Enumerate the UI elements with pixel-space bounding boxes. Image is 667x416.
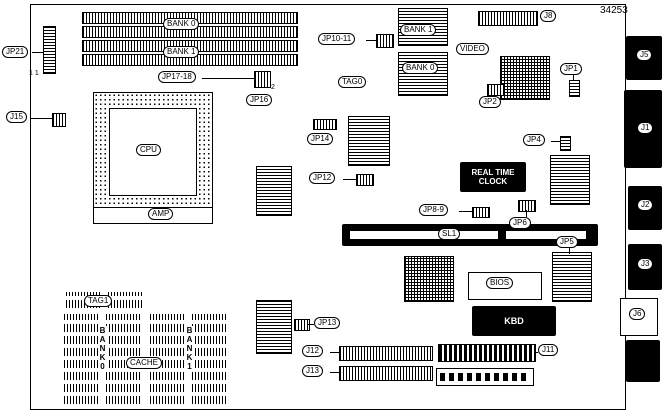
jp21-leader-line	[32, 52, 43, 53]
sl1-slot-key-left	[350, 231, 498, 239]
cpu-label: CPU	[136, 144, 161, 156]
bios-label: BIOS	[486, 277, 514, 289]
jp6-leader-line	[526, 210, 527, 217]
jp4-label: JP4	[523, 134, 545, 146]
jp5-label: JP5	[556, 236, 578, 248]
jp1-leader-line	[573, 75, 574, 80]
eprom-chip-upper	[256, 166, 292, 216]
jp12-jumper	[356, 174, 374, 186]
kbd-chip: KBD	[472, 306, 556, 336]
sl1-slot-key-right	[506, 231, 586, 239]
video-bank1-label: BANK 1	[400, 24, 437, 36]
bottom-right-port	[626, 340, 660, 382]
jp2-label: JP2	[479, 96, 501, 108]
j15-jumper	[52, 113, 66, 127]
sram-chip	[348, 116, 390, 166]
j12-connector	[339, 346, 433, 361]
jp12-label: JP12	[309, 172, 336, 184]
jp12-leader-line	[343, 179, 356, 180]
qfp-chip	[500, 56, 550, 100]
rtc-label-line1: REAL TIME	[471, 168, 515, 177]
j2-label: J2	[637, 199, 654, 211]
jp13-label: JP13	[314, 317, 341, 329]
j12-leader-line	[330, 352, 339, 353]
tag0-label: TAG0	[338, 76, 367, 88]
j13-connector	[339, 366, 433, 381]
video-bank0-chip	[398, 52, 448, 96]
jp21-connector	[43, 26, 56, 74]
video-bank0-label: BANK 0	[402, 62, 439, 74]
simm-bank0-label: BANK 0	[163, 18, 200, 30]
amp-label: AMP	[148, 208, 174, 220]
j1-label: J1	[637, 122, 654, 134]
jp17-18-leader-line	[202, 78, 254, 79]
cache-bank0-vertical-label: BANK0	[98, 326, 107, 371]
jp4-jumper	[560, 136, 571, 151]
j11-label: J11	[538, 344, 559, 356]
jp6-jumper	[518, 200, 536, 212]
video-label: VIDEO	[456, 43, 489, 55]
j11-leader-line	[534, 352, 538, 353]
j6-label: J6	[629, 308, 646, 320]
j15-label: J15	[6, 111, 27, 123]
j12-label: J12	[302, 345, 323, 357]
board-outline	[30, 4, 626, 410]
j13-leader-line	[330, 372, 339, 373]
jp8-9-label: JP8-9	[419, 204, 448, 216]
jp2-jumper	[487, 84, 504, 96]
jp21-pin1-marker: 1 1	[29, 70, 39, 77]
jp17-18-jumper	[254, 71, 271, 88]
jp13-leader-line	[308, 324, 314, 325]
j13-label: J13	[302, 365, 323, 377]
eprom-chip-lower	[256, 300, 292, 354]
tag1-label: TAG1	[84, 295, 113, 307]
pin-pad-row	[440, 373, 530, 381]
jp6-label: JP6	[509, 217, 531, 229]
jp21-label: JP21	[2, 46, 29, 58]
sl1-slot	[342, 224, 598, 246]
cache-bank1-vertical-label: BANK1	[185, 326, 194, 371]
rtc-label-line2: CLOCK	[478, 177, 508, 186]
cpu-socket-inner	[109, 108, 197, 196]
jp1-jumper	[569, 80, 580, 97]
simm-bank1-label: BANK 1	[163, 46, 200, 58]
jp10-11-leader-line	[366, 40, 376, 41]
jp17-18-label: JP17-18	[158, 71, 196, 83]
sl1-label: SL1	[438, 228, 461, 240]
jp14-label: JP14	[307, 133, 334, 145]
io-chip-upper	[550, 155, 590, 205]
jp8-9-leader-line	[459, 211, 472, 212]
j11-connector	[438, 344, 536, 362]
part-number: 34253	[600, 5, 628, 16]
jp10-11-jumper	[376, 34, 394, 48]
rtc-chip: REAL TIME CLOCK	[460, 162, 526, 192]
io-chip-lower	[552, 252, 592, 302]
jp4-leader-line	[551, 141, 560, 142]
j5-label: J5	[636, 49, 653, 61]
pin-pad-connector	[436, 368, 534, 386]
jp13-jumper	[294, 319, 310, 331]
jp16-label: JP16	[246, 94, 273, 106]
chipset-chip	[404, 256, 454, 302]
jp10-11-label: JP10-11	[318, 33, 356, 45]
jp5-leader-line	[569, 248, 570, 254]
j8-connector	[478, 11, 538, 26]
j15-leader-line	[30, 118, 52, 119]
jp14-jumper	[313, 119, 337, 130]
j3-label: J3	[637, 258, 654, 270]
jp1-label: JP1	[560, 63, 582, 75]
cache-label: CACHE	[126, 357, 163, 369]
jp17-pin2-marker: 2	[271, 84, 275, 91]
jp8-9-jumper	[472, 207, 490, 218]
j8-label: J8	[540, 10, 557, 22]
